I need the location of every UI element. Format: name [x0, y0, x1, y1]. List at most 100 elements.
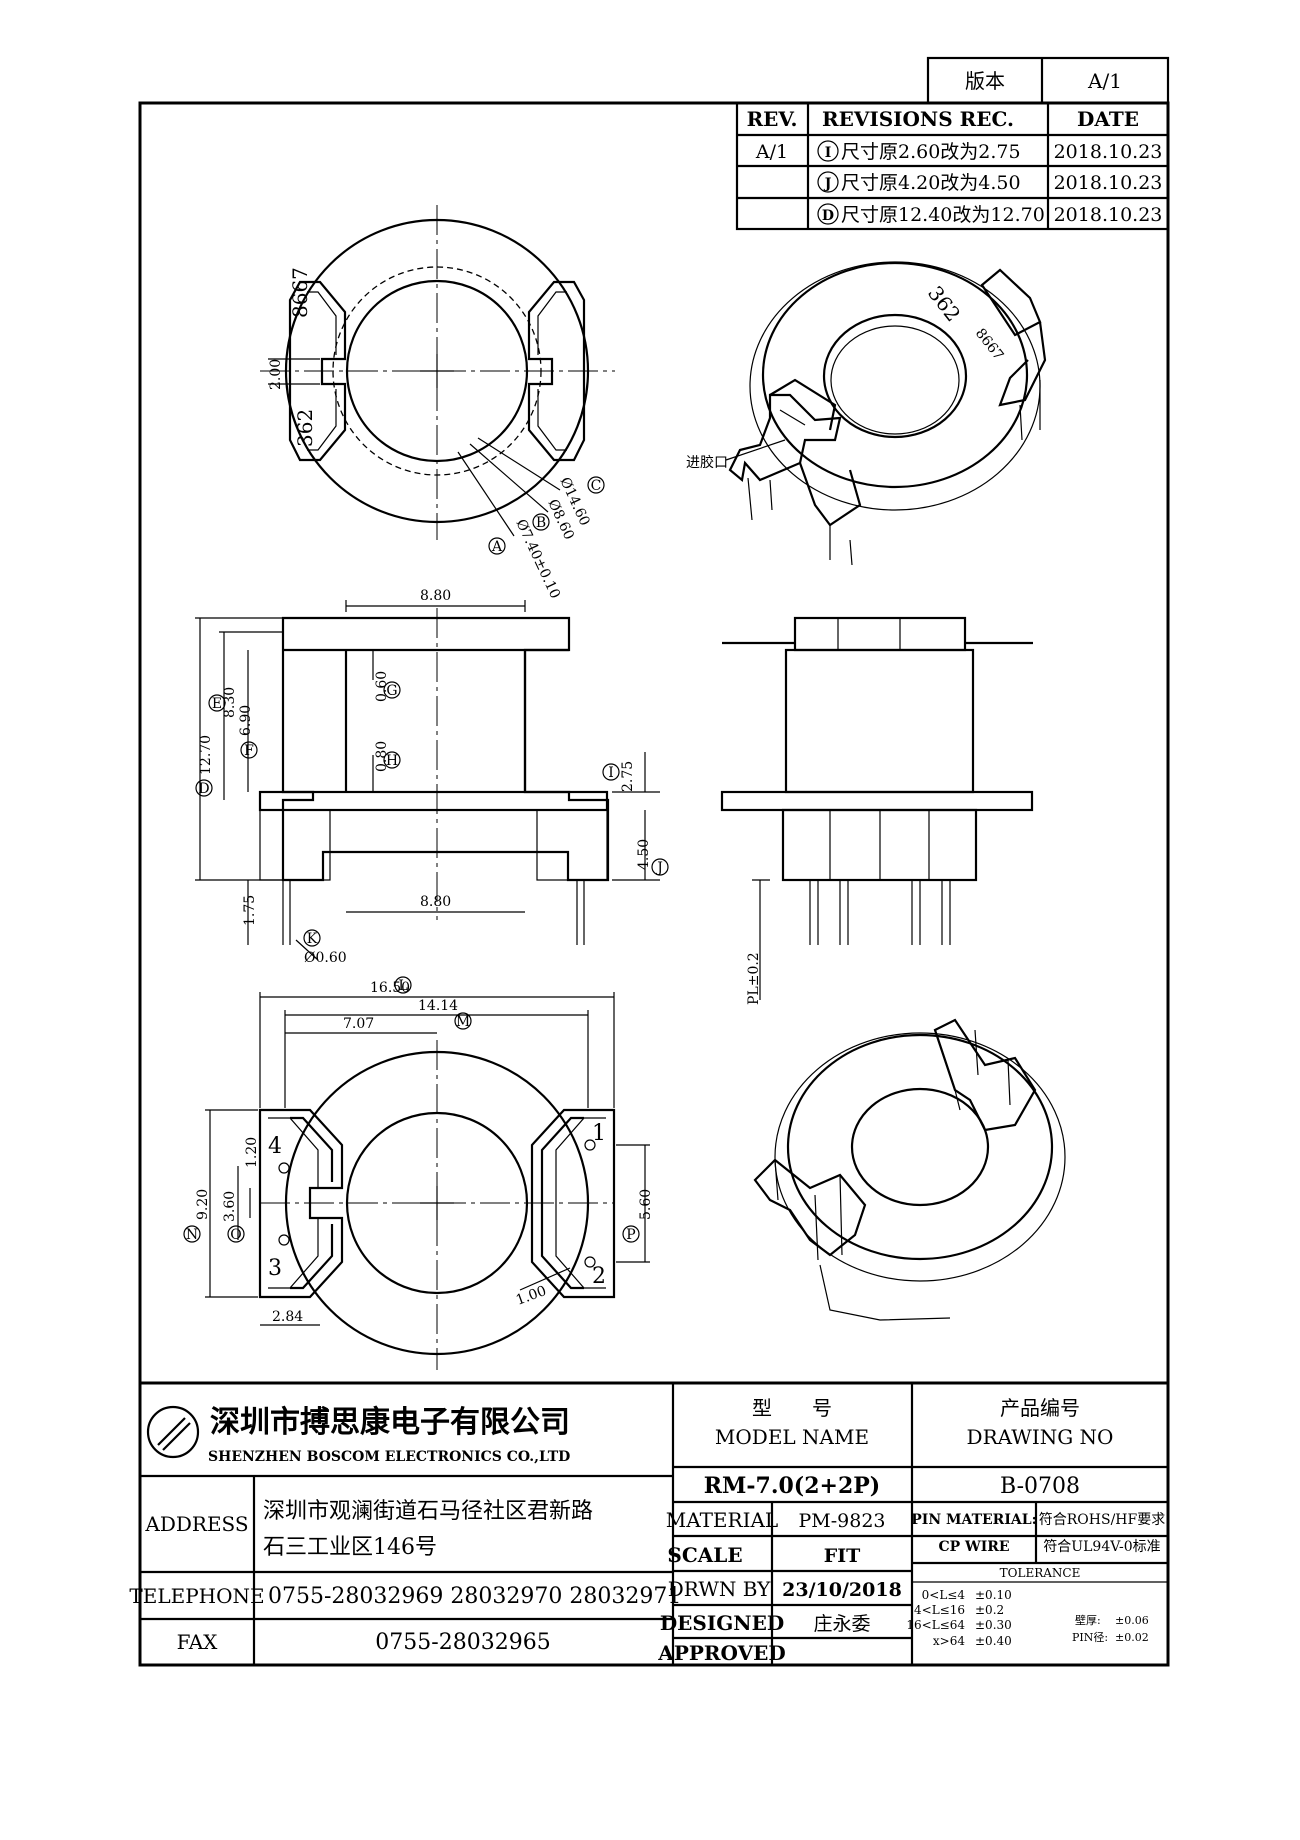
telephone-label: TELEPHONE: [129, 1584, 264, 1608]
bottom-letter-l: L: [398, 978, 407, 994]
bottom-dim-n: 9.20: [195, 1189, 211, 1220]
fax-label: FAX: [177, 1630, 219, 1654]
rev-row-2-mark: J: [823, 176, 832, 192]
telephone-value: 0755-28032969 28032970 28032971: [268, 1584, 681, 1609]
tol-value-3: ±0.30: [975, 1618, 1012, 1632]
rev-header: REV.: [747, 107, 798, 131]
rev-row-2-date: 2018.10.23: [1054, 172, 1163, 194]
version-box: 版本 A/1: [926, 56, 1170, 105]
iso-view-bottom: [753, 1018, 1066, 1321]
pin-label-2: 2: [592, 1264, 606, 1289]
version-value: A/1: [1087, 69, 1122, 93]
bottom-view: 4 3 1 2 16.50 L 14.14 M 7.07 9.20 N 3.60: [183, 976, 654, 1370]
front-dim-g: 0.60: [374, 671, 390, 702]
top-view-mark-362: 362: [293, 409, 317, 447]
drawn-value: 23/10/2018: [782, 1579, 902, 1601]
pin-material-label: PIN MATERIAL:: [911, 1512, 1037, 1528]
side-pl-dim: PL±0.2: [746, 952, 762, 1005]
rev-row-1-mark: I: [825, 145, 832, 161]
tol-range-4: x>64: [933, 1634, 965, 1648]
tol-range-1: 0<L≤4: [922, 1588, 966, 1602]
bottom-letter-o: O: [230, 1227, 241, 1243]
fax-value: 0755-28032965: [375, 1630, 550, 1655]
tol-value-2: ±0.2: [975, 1603, 1004, 1617]
tol-value-4: ±0.40: [975, 1634, 1012, 1648]
rev-row-3-text: 尺寸原12.40改为12.70: [841, 204, 1045, 226]
front-dim-j: 4.50: [636, 839, 652, 870]
front-letter-i: I: [608, 765, 614, 781]
front-dim-i: 2.75: [620, 761, 636, 792]
front-letter-j: J: [655, 860, 663, 876]
drawing-border: [138, 101, 1170, 1667]
bottom-dim-o: 3.60: [222, 1191, 238, 1222]
top-slot-dim: 2.00: [268, 359, 284, 390]
front-view: 8.80 8.80 12.70 D 8.30 E 6.90 F 0.60 G 0…: [195, 588, 669, 966]
rev-row-1-date: 2018.10.23: [1054, 141, 1163, 163]
model-value: RM-7.0(2+2P): [704, 1473, 880, 1499]
pin-label-4: 4: [268, 1134, 282, 1159]
revision-table: REV. REVISIONS REC. DATE A/1 I 尺寸原2.60改为…: [735, 101, 1170, 231]
address-label: ADDRESS: [144, 1512, 248, 1536]
front-dim-k: Ø0.60: [304, 950, 347, 966]
top-letter-c: C: [591, 478, 602, 494]
bottom-letter-m: M: [456, 1014, 470, 1030]
pin-dia-label: PIN径:: [1072, 1631, 1108, 1644]
bottom-dim-p: 5.60: [638, 1189, 654, 1220]
drawing-label-cn: 产品编号: [1000, 1396, 1080, 1420]
top-view-mark-8667: 8667: [288, 267, 312, 318]
tol-range-3: 16<L≤64: [906, 1618, 965, 1632]
top-view: 8667 362 2.00 Ø14.60 C Ø8.60 B Ø7.40±0.1…: [260, 205, 615, 601]
scale-label: SCALE: [667, 1543, 742, 1567]
front-letter-h: H: [386, 753, 398, 769]
bottom-dim-m: 14.14: [418, 998, 458, 1014]
top-letter-a: A: [491, 539, 503, 555]
address-line-2: 石三工业区146号: [263, 1535, 437, 1560]
front-pin-len: 1.75: [242, 895, 258, 926]
model-label-cn: 型 号: [752, 1396, 832, 1420]
drawing-label-en: DRAWING NO: [967, 1425, 1114, 1449]
rev-row-1-rev: A/1: [755, 141, 788, 163]
front-top-width: 8.80: [420, 588, 451, 604]
drawing-no-value: B-0708: [1000, 1474, 1080, 1499]
front-letter-k: K: [307, 931, 318, 947]
front-letter-g: G: [386, 683, 397, 699]
iso-view-top: 362 8667 进胶口: [686, 261, 1047, 566]
iso-mark-8667: 8667: [972, 326, 1007, 364]
bottom-dim-half: 7.07: [343, 1016, 374, 1032]
thickness-value: ±0.06: [1115, 1614, 1149, 1627]
material-label: MATERIAL: [666, 1508, 778, 1532]
tol-value-1: ±0.10: [975, 1588, 1012, 1602]
front-dim-f: 6.90: [238, 705, 254, 736]
company-name-cn: 深圳市搏思康电子有限公司: [210, 1405, 570, 1440]
top-letter-b: B: [536, 515, 546, 531]
front-letter-d: D: [198, 781, 209, 797]
front-letter-f: F: [244, 743, 254, 759]
pin-dia-value: ±0.02: [1115, 1631, 1149, 1644]
version-label: 版本: [965, 69, 1005, 93]
front-letter-e: E: [212, 696, 222, 712]
rev-row-3-date: 2018.10.23: [1054, 204, 1163, 226]
front-dim-d: 12.70: [198, 735, 214, 775]
front-dim-h: 0.80: [374, 741, 390, 772]
rev-row-3-mark: D: [822, 208, 834, 224]
designed-value: 庄永委: [813, 1613, 870, 1635]
approved-label: APPROVED: [657, 1641, 785, 1665]
rev-row-2-text: 尺寸原4.20改为4.50: [841, 172, 1021, 194]
model-label-en: MODEL NAME: [715, 1425, 869, 1449]
iso-gate-label: 进胶口: [686, 454, 728, 471]
scale-value: FIT: [824, 1545, 861, 1567]
thickness-label: 壁厚:: [1075, 1613, 1101, 1627]
address-line-1: 深圳市观澜街道石马径社区君新路: [263, 1499, 593, 1524]
bottom-dim-slot: 1.20: [244, 1137, 260, 1168]
rohs-value: 符合ROHS/HF要求: [1039, 1512, 1165, 1528]
drawn-label: DRWN BY: [668, 1577, 771, 1601]
rec-header: REVISIONS REC.: [822, 107, 1014, 131]
ul-value: 符合UL94V-0标准: [1043, 1539, 1160, 1555]
bottom-letter-n: N: [186, 1227, 198, 1243]
pin-label-1: 1: [592, 1121, 606, 1146]
pin-label-3: 3: [268, 1256, 282, 1281]
side-view: PL±0.2: [720, 616, 1034, 1005]
date-header: DATE: [1077, 107, 1139, 131]
company-name-en: SHENZHEN BOSCOM ELECTRONICS CO.,LTD: [208, 1449, 570, 1465]
